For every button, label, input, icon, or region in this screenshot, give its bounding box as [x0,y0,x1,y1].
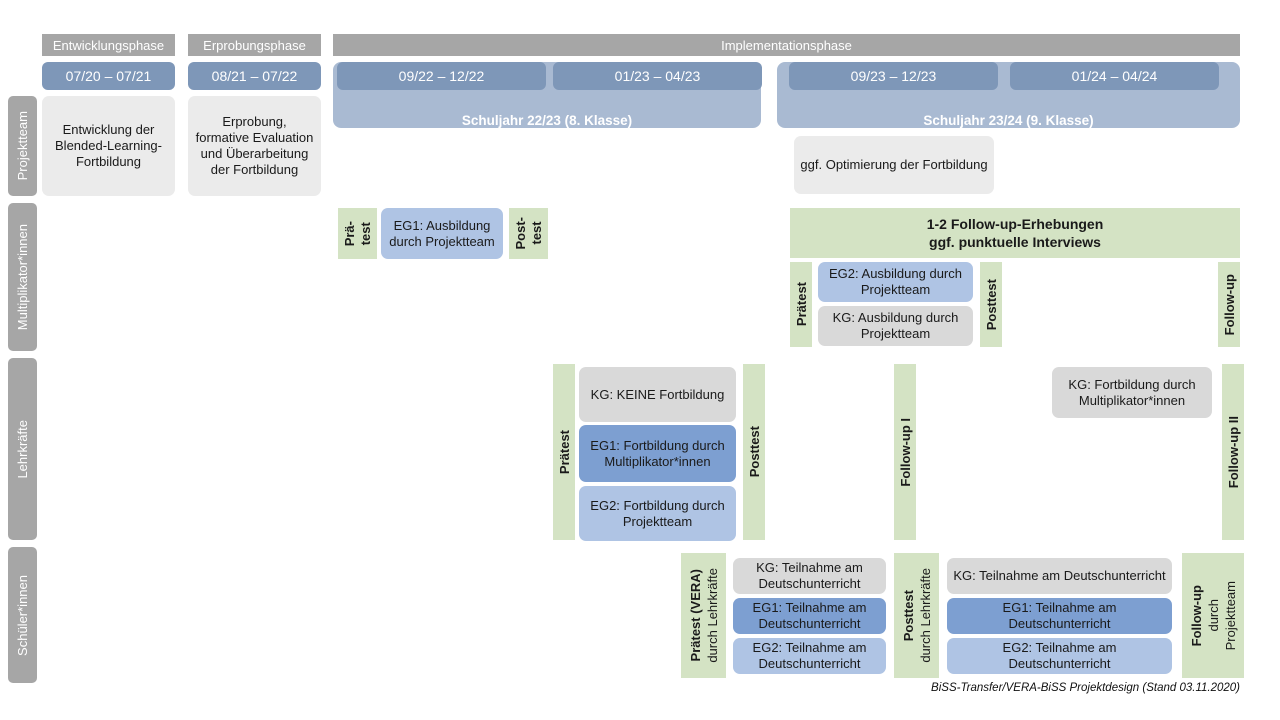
green-col-posttest-mult-right: Posttest [980,262,1002,347]
phase-bar-erprobungsphase: Erprobungsphase [188,34,321,56]
role-label: Projektteam [15,111,30,181]
followup-sublabel-1: durch [1205,599,1221,632]
green-col-followup-1-lehr: Follow-up I [894,364,916,540]
box-eg1-teilnahme-links: EG1: Teilnahme am Deutschunterricht [733,598,886,634]
followup-label: Follow-up [1188,584,1204,647]
box-eg1-ausbildung-projektteam: EG1: Ausbildung durch Projektteam [381,208,503,259]
box-erprobung-evaluation: Erprobung, formative Evaluation und Über… [188,96,321,196]
role-label: Multiplikator*innen [15,223,30,331]
date-chip-1: 08/21 – 07/22 [188,62,321,90]
date-chip-4: 09/23 – 12/23 [789,62,998,90]
box-eg2-teilnahme-rechts: EG2: Teilnahme am Deutschunterricht [947,638,1172,674]
date-chip-0: 07/20 – 07/21 [42,62,175,90]
date-chip-label: 01/23 – 04/23 [614,68,701,84]
role-label: Schüler*innen [15,574,30,656]
role-bar-multiplikatorinnen: Multiplikator*innen [8,203,37,351]
banner-line-2: ggf. punktuelle Interviews [929,234,1101,250]
date-chip-label: 01/24 – 04/24 [1071,68,1158,84]
posttest-line2: test [529,221,544,246]
phase-bar-entwicklungsphase: Entwicklungsphase [42,34,175,56]
green-col-praetest-lehr: Prätest [553,364,575,540]
box-ggf-optimierung: ggf. Optimierung der Fortbildung [794,136,994,194]
phase-label: Entwicklungsphase [52,37,165,53]
green-col-followup-mult: Follow-up [1218,262,1240,347]
date-chip-label: 09/23 – 12/23 [850,68,937,84]
footer-caption: BiSS-Transfer/VERA-BiSS Projektdesign (S… [931,682,1240,694]
date-chip-label: 07/20 – 07/21 [65,68,152,84]
box-kg-teilnahme-links: KG: Teilnahme am Deutschunterricht [733,558,886,594]
praetest-vera-label: Prätest (VERA) [687,569,703,662]
green-col-followup-2-lehr: Follow-up II [1222,364,1244,540]
green-col-posttest-schueler: Posttest durch Lehrkräfte [894,553,939,678]
green-col-praetest-mult-right: Prätest [790,262,812,347]
box-kg-teilnahme-rechts: KG: Teilnahme am Deutschunterricht [947,558,1172,594]
praetest-label: Prätest [556,429,572,475]
year-band-label: Schuljahr 23/24 (9. Klasse) [923,113,1094,128]
date-chip-label: 09/22 – 12/22 [398,68,485,84]
box-eg2-fortbildung-projektteam: EG2: Fortbildung durch Projektteam [579,486,736,541]
praetest-line2: test [358,221,373,246]
praetest-label: Prätest [793,282,809,327]
followup-sublabel-2: Projektteam [1222,580,1238,651]
green-col-praetest-mult-left: Prä- test [338,208,377,259]
box-eg1-fortbildung-multiplikatoren: EG1: Fortbildung durch Multiplikator*inn… [579,425,736,482]
phase-label: Implementationsphase [721,37,852,53]
phase-bar-implementationsphase: Implementationsphase [333,34,1240,56]
role-bar-projektteam: Projektteam [8,96,37,196]
year-band-label: Schuljahr 22/23 (8. Klasse) [461,113,633,128]
phase-label: Erprobungsphase [203,37,306,53]
green-col-followup-schueler: Follow-up durch Projektteam [1182,553,1244,678]
box-kg-ausbildung-projektteam: KG: Ausbildung durch Projektteam [818,306,973,346]
posttest-label: Posttest [900,589,916,642]
posttest-line1: Post- [513,217,528,250]
box-eg1-teilnahme-rechts: EG1: Teilnahme am Deutschunterricht [947,598,1172,634]
box-kg-keine-fortbildung: KG: KEINE Fortbildung [579,367,736,422]
posttest-sublabel: durch Lehrkräfte [917,568,933,663]
posttest-label: Posttest [746,426,762,478]
followup-1-label: Follow-up I [897,417,913,487]
followup-2-label: Follow-up II [1225,415,1241,489]
box-eg2-teilnahme-links: EG2: Teilnahme am Deutschunterricht [733,638,886,674]
banner-line-1: 1-2 Follow-up-Erhebungen [926,215,1104,232]
box-eg2-ausbildung-projektteam: EG2: Ausbildung durch Projektteam [818,262,973,302]
date-chip-5: 01/24 – 04/24 [1010,62,1219,90]
box-entwicklung-fortbildung: Entwicklung der Blended-Learning-Fortbil… [42,96,175,196]
role-bar-schuelerinnen: Schüler*innen [8,547,37,683]
green-col-posttest-lehr: Posttest [743,364,765,540]
banner-followup-erhebungen: 1-2 Follow-up-Erhebungen ggf. punktuelle… [790,208,1240,258]
date-chip-3: 01/23 – 04/23 [553,62,762,90]
followup-label: Follow-up [1221,273,1237,336]
praetest-line1: Prä- [342,220,357,247]
green-col-praetest-vera-schueler: Prätest (VERA) durch Lehrkräfte [681,553,726,678]
posttest-label: Posttest [983,278,999,331]
date-chip-2: 09/22 – 12/22 [337,62,546,90]
green-col-posttest-mult-left: Post- test [509,208,548,259]
box-kg-fortbildung-multiplikatoren: KG: Fortbildung durch Multiplikator*inne… [1052,367,1212,418]
role-label: Lehrkräfte [15,419,30,479]
date-chip-label: 08/21 – 07/22 [211,68,298,84]
praetest-vera-sublabel: durch Lehrkräfte [704,568,720,663]
role-bar-lehrkraefte: Lehrkräfte [8,358,37,540]
